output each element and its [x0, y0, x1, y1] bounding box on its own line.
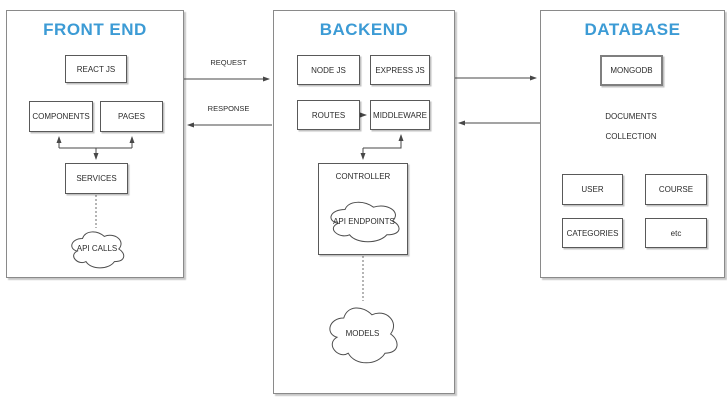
components-box: COMPONENTS	[29, 101, 93, 132]
api-endpoints-cloud-label: API ENDPOINTS	[333, 217, 395, 226]
categories-box: CATEGORIES	[562, 218, 623, 248]
etc-box: etc	[645, 218, 707, 248]
routes-label: ROUTES	[311, 110, 346, 120]
backend-title: BACKEND	[319, 20, 409, 39]
response-label: RESPONSE	[207, 104, 250, 113]
pages-label: PAGES	[118, 112, 145, 121]
controller-label: CONTROLLER	[335, 172, 391, 181]
controller-box: CONTROLLER	[318, 163, 408, 255]
node-js-box: NODE JS	[297, 55, 360, 85]
routes-box: ROUTES	[297, 100, 360, 130]
mongodb-label: MONGODB	[610, 66, 653, 75]
user-box: USER	[562, 174, 623, 205]
collection-label: COLLECTION	[605, 132, 657, 141]
react-js-box: REACT JS	[65, 55, 127, 83]
node-js-label: NODE JS	[311, 65, 346, 75]
frontend-title: FRONT END	[43, 20, 147, 39]
etc-label: etc	[670, 228, 682, 238]
documents-label: DOCUMENTS	[605, 112, 657, 121]
models-cloud	[329, 307, 398, 364]
database-title: DATABASE	[584, 20, 681, 39]
pages-box: PAGES	[100, 101, 163, 132]
components-label: COMPONENTS	[32, 112, 90, 121]
react-js-label: REACT JS	[76, 64, 116, 74]
course-box: COURSE	[645, 174, 707, 205]
user-label: USER	[581, 185, 604, 194]
express-js-label: EXPRESS JS	[375, 65, 425, 75]
mongodb-box: MONGODB	[600, 55, 663, 86]
express-js-box: EXPRESS JS	[370, 55, 430, 85]
categories-label: CATEGORIES	[566, 228, 619, 238]
api-calls-cloud-label: API CALLS	[76, 244, 118, 253]
course-label: COURSE	[658, 185, 694, 194]
middleware-box: MIDDLEWARE	[370, 100, 430, 130]
request-label: REQUEST	[210, 58, 247, 67]
api-endpoints-cloud	[330, 201, 400, 243]
services-label: SERVICES	[76, 174, 117, 183]
api-calls-cloud	[71, 231, 125, 269]
middleware-label: MIDDLEWARE	[373, 110, 427, 120]
services-box: SERVICES	[65, 163, 128, 194]
middleware-controller-connector	[360, 134, 404, 160]
models-cloud-label: MODELS	[345, 329, 380, 338]
components-pages-services-connector	[56, 136, 135, 160]
